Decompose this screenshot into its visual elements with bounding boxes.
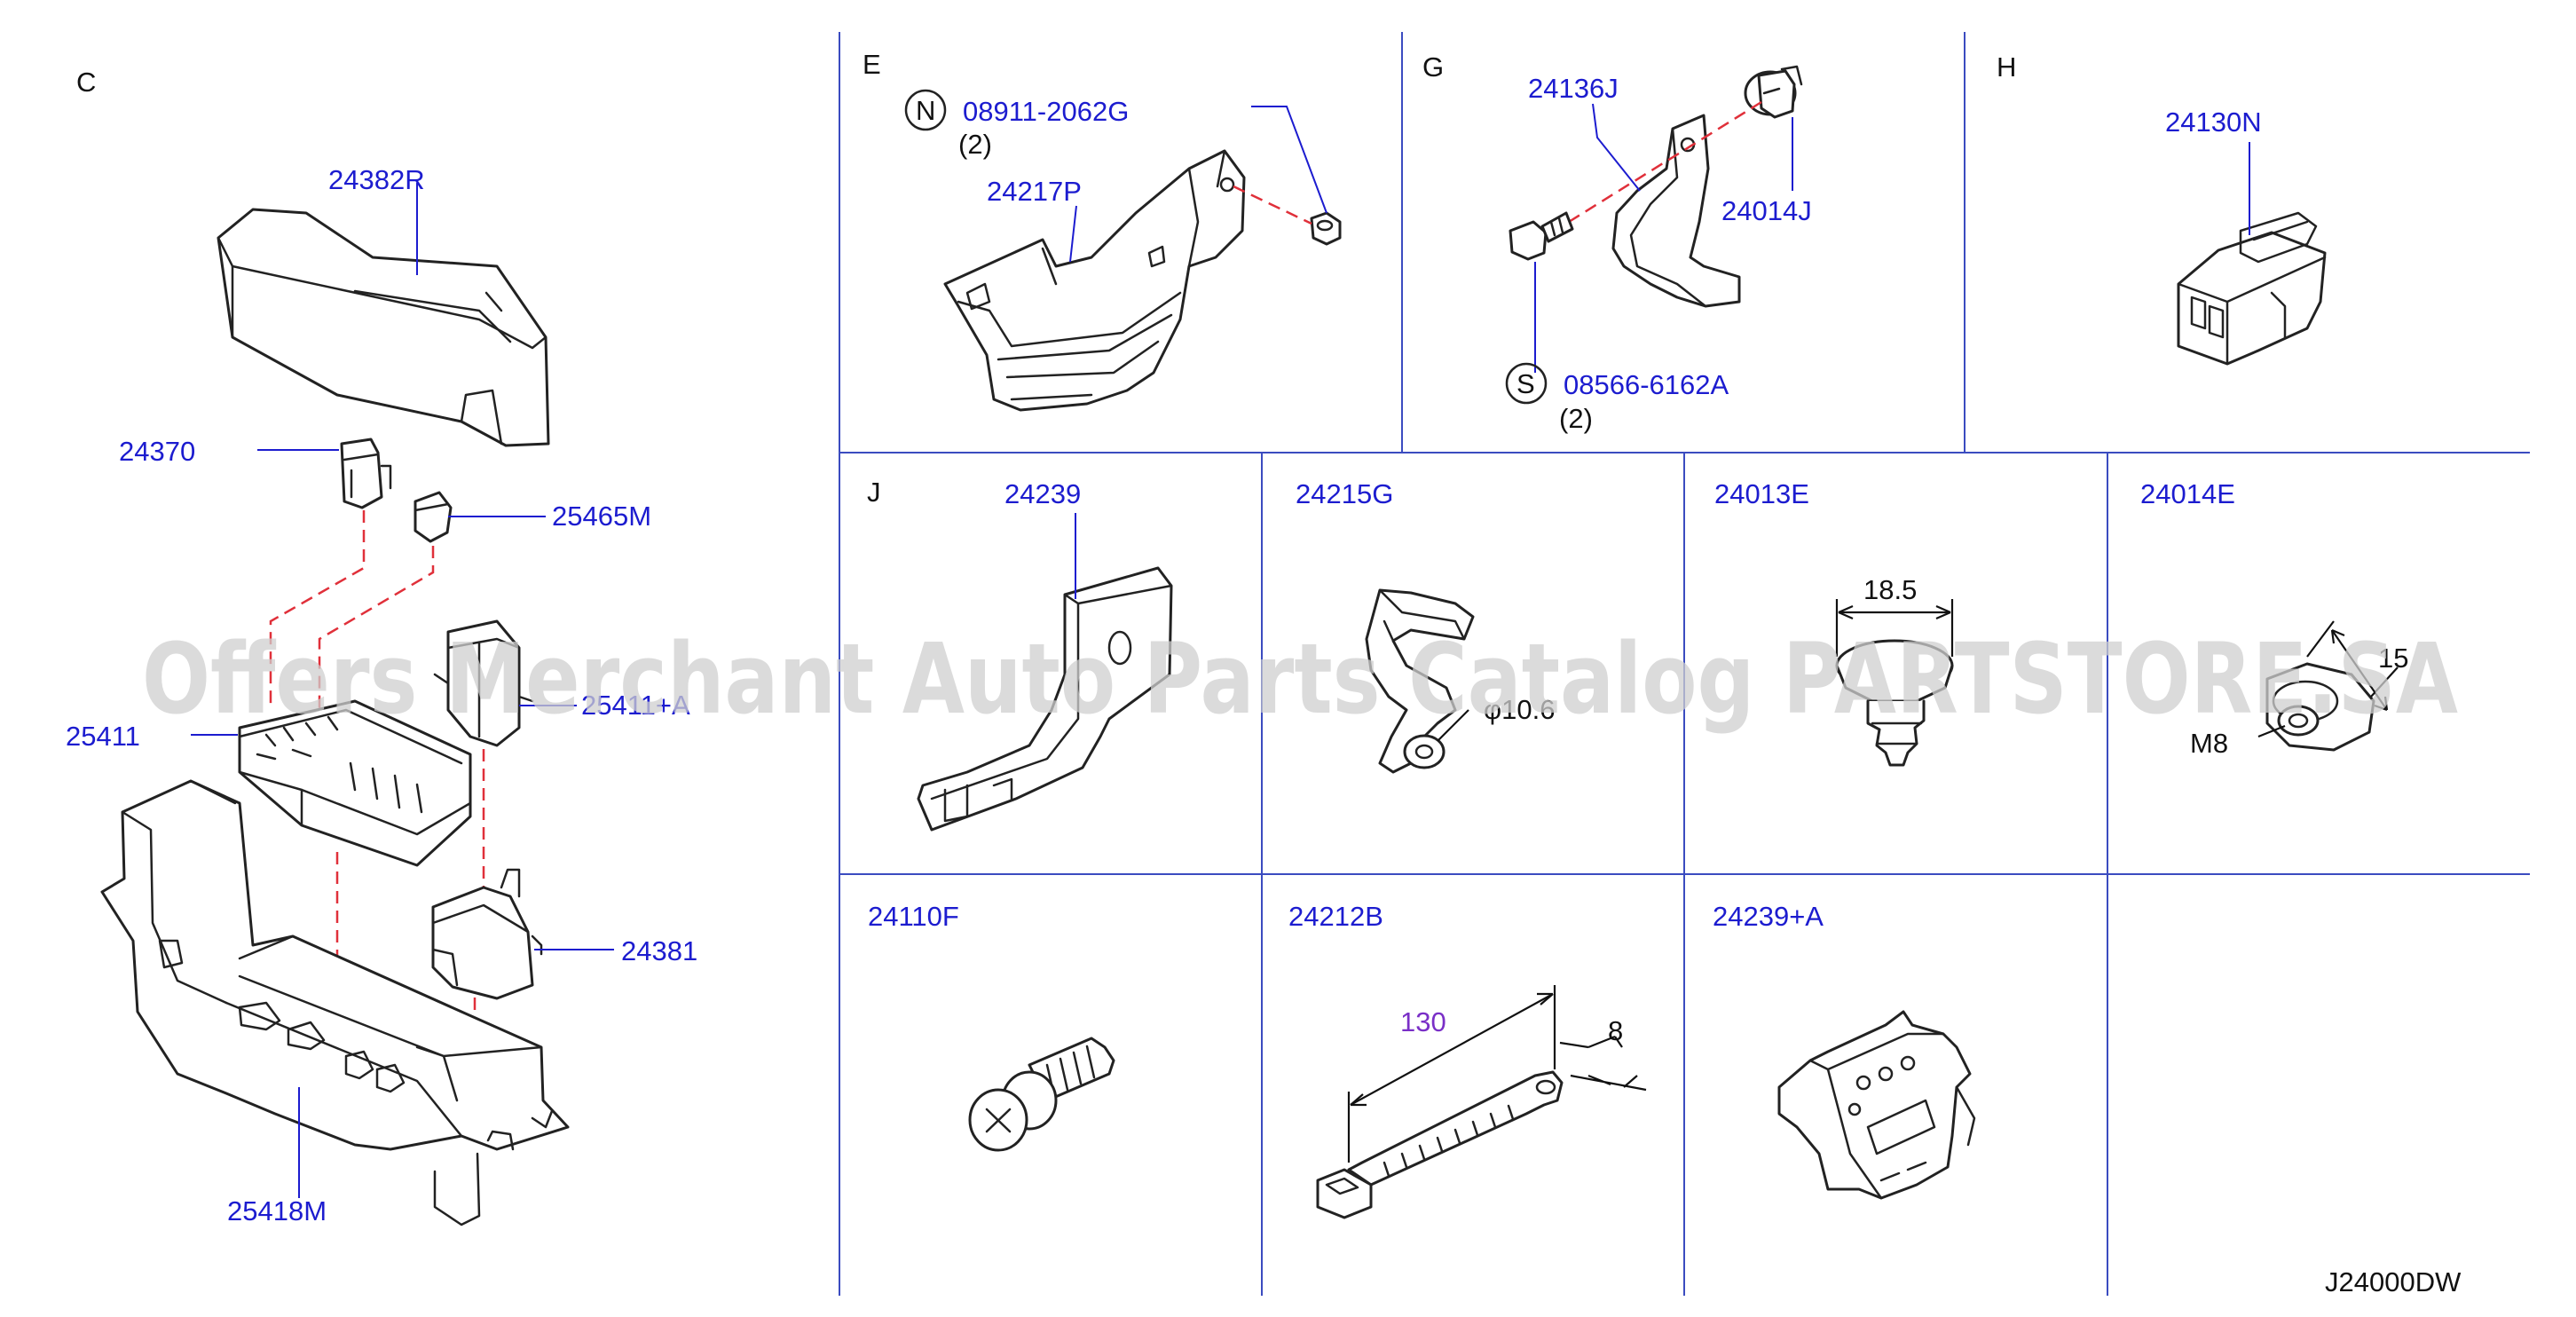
panel-grid	[839, 32, 2530, 1296]
part-25411A-drawing	[433, 619, 577, 747]
dim-24013E-diameter: 18.5	[1863, 574, 1917, 605]
dim-24212B-width: 8	[1608, 1015, 1623, 1046]
part-25465M-drawing	[414, 491, 546, 543]
part-24136J-drawing	[1592, 103, 1741, 308]
s-symbol-letter: S	[1516, 368, 1535, 399]
n-symbol-letter: N	[916, 95, 935, 126]
part-label-08911-2062G[interactable]: 08911-2062G	[963, 96, 1129, 127]
section-g-label: G	[1422, 51, 1444, 83]
diagram-code: J24000DW	[2325, 1266, 2462, 1297]
section-h: 24130N	[2165, 106, 2327, 366]
part-24370-drawing	[257, 438, 392, 509]
part-label-24130N[interactable]: 24130N	[2165, 106, 2262, 138]
section-24215G: 24215G φ10.6	[1296, 478, 1555, 774]
part-label-24136J[interactable]: 24136J	[1528, 73, 1619, 104]
part-label-25411[interactable]: 25411	[66, 721, 140, 752]
part-label-24239[interactable]: 24239	[1004, 478, 1081, 509]
part-label-25418M[interactable]: 25418M	[227, 1195, 327, 1226]
part-24013E-drawing	[1835, 599, 1954, 767]
dim-24014E-thread: M8	[2190, 728, 2228, 759]
part-25418M-drawing	[100, 779, 570, 1226]
section-h-label: H	[1997, 51, 2016, 83]
part-25411-drawing	[191, 699, 472, 867]
section-c: 24382R 24370 25465M	[66, 164, 697, 1226]
part-label-24014J[interactable]: 24014J	[1721, 195, 1812, 226]
section-c-label: C	[76, 67, 96, 98]
part-24212B-drawing	[1316, 985, 1647, 1219]
part-24239-drawing	[917, 513, 1173, 832]
part-24130N-drawing	[2177, 142, 2327, 366]
s-symbol-icon	[1505, 362, 1548, 405]
part-24217P-drawing	[943, 149, 1246, 412]
part-label-24013E[interactable]: 24013E	[1714, 478, 1809, 509]
watermark-text: Offers Merchant Auto Parts Catalog PARTS…	[142, 622, 2458, 736]
part-label-25465M[interactable]: 25465M	[552, 501, 651, 532]
section-g: 24136J 24014J S 08566-6162A (2)	[1505, 65, 1812, 434]
section-j: 24239	[917, 478, 1173, 832]
part-qty-08566: (2)	[1559, 403, 1593, 434]
part-qty-08911: (2)	[958, 129, 992, 160]
part-24014J-clip-drawing	[1568, 65, 1803, 224]
part-label-24381[interactable]: 24381	[621, 935, 697, 966]
part-label-24014E[interactable]: 24014E	[2140, 478, 2235, 509]
dim-24212B-length: 130	[1400, 1006, 1446, 1037]
part-label-24212B[interactable]: 24212B	[1288, 901, 1383, 932]
part-label-24110F[interactable]: 24110F	[868, 901, 959, 932]
part-label-08566-6162A[interactable]: 08566-6162A	[1564, 369, 1729, 400]
part-08911-nut-drawing	[1233, 106, 1342, 246]
part-24239A-drawing	[1777, 1010, 1976, 1200]
section-e: N 08911-2062G (2) 24217P	[904, 89, 1342, 412]
part-label-24217P[interactable]: 24217P	[987, 176, 1082, 207]
section-24014E: 24014E 15 M8	[2140, 478, 2408, 759]
part-08566-bolt-drawing	[1509, 211, 1574, 373]
section-24110F: 24110F	[868, 901, 1115, 1152]
section-24212B: 24212B 130 8	[1288, 901, 1647, 1219]
section-24013E: 24013E 18.5	[1714, 478, 1954, 767]
part-24110F-drawing	[968, 1037, 1115, 1152]
section-e-label: E	[863, 49, 881, 80]
section-j-label: J	[867, 477, 881, 508]
link-24370	[269, 510, 366, 710]
part-label-25411A[interactable]: 25411+A	[581, 690, 690, 721]
part-label-24382R[interactable]: 24382R	[328, 164, 425, 195]
part-24014E-drawing	[2257, 620, 2399, 752]
part-label-24215G[interactable]: 24215G	[1296, 478, 1393, 509]
part-24382R-drawing	[217, 183, 550, 447]
part-24215G-drawing	[1365, 588, 1475, 774]
n-symbol-icon	[904, 89, 947, 131]
part-24381-drawing	[431, 868, 614, 1000]
dim-24014E-width: 15	[2378, 643, 2408, 674]
section-24239A: 24239+A	[1713, 901, 1976, 1200]
part-label-24239A[interactable]: 24239+A	[1713, 901, 1824, 932]
part-label-24370[interactable]: 24370	[119, 436, 195, 467]
dim-24215G-diameter: φ10.6	[1484, 694, 1555, 725]
